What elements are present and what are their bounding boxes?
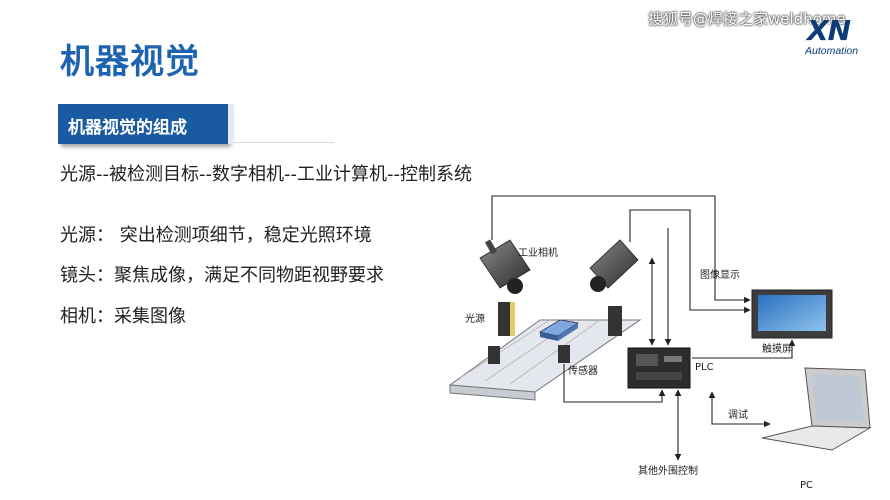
image-display-label: 图像显示: [700, 269, 740, 281]
sensor-post: [608, 306, 622, 336]
touch-screen-label: 触摸屏: [762, 342, 792, 355]
section-header-text: 机器视觉的组成: [68, 118, 187, 138]
sensor-right: [558, 345, 570, 363]
light-source: [498, 302, 515, 336]
pc-label: PC: [800, 480, 813, 491]
inspected-object: [538, 319, 580, 341]
sensor-label: 传感器: [568, 364, 598, 377]
light-source-label: 光源: [465, 312, 485, 325]
industrial-camera-left: [479, 239, 531, 294]
plc-unit: [627, 347, 691, 389]
component-chain: 光源--被检测目标--数字相机--工业计算机--控制系统: [60, 164, 472, 185]
connection-lines: [491, 195, 796, 461]
logo-mark: XN: [807, 14, 851, 47]
industrial-camera-right: [589, 239, 639, 292]
section-header: 机器视觉的组成: [58, 104, 234, 144]
section-divider: [234, 142, 334, 143]
peripheral-control-label: 其他外围控制: [638, 464, 698, 477]
vision-system-diagram: 光源 传感器 工业相机 PLC 触摸屏 PC 图像显示 调试 其他外围控制: [448, 195, 872, 491]
point-camera: 相机：采集图像: [60, 306, 186, 327]
plc-label: PLC: [695, 362, 714, 373]
camera-label: 工业相机: [518, 246, 558, 259]
debug-label: 调试: [728, 408, 748, 421]
pc-laptop: [761, 367, 872, 451]
company-logo: XN Automation: [805, 14, 877, 60]
point-lens: 镜头：聚焦成像，满足不同物距视野要求: [60, 265, 384, 286]
sensor-left: [488, 346, 500, 364]
touch-screen-panel: [751, 289, 833, 339]
watermark: 搜狐号@焊接之家weldhome: [648, 10, 846, 28]
slide-title: 机器视觉: [60, 42, 200, 82]
point-light-source: 光源： 突出检测项细节，稳定光照环境: [60, 225, 372, 246]
logo-subtitle: Automation: [805, 45, 859, 57]
conveyor-belt: [448, 319, 642, 401]
